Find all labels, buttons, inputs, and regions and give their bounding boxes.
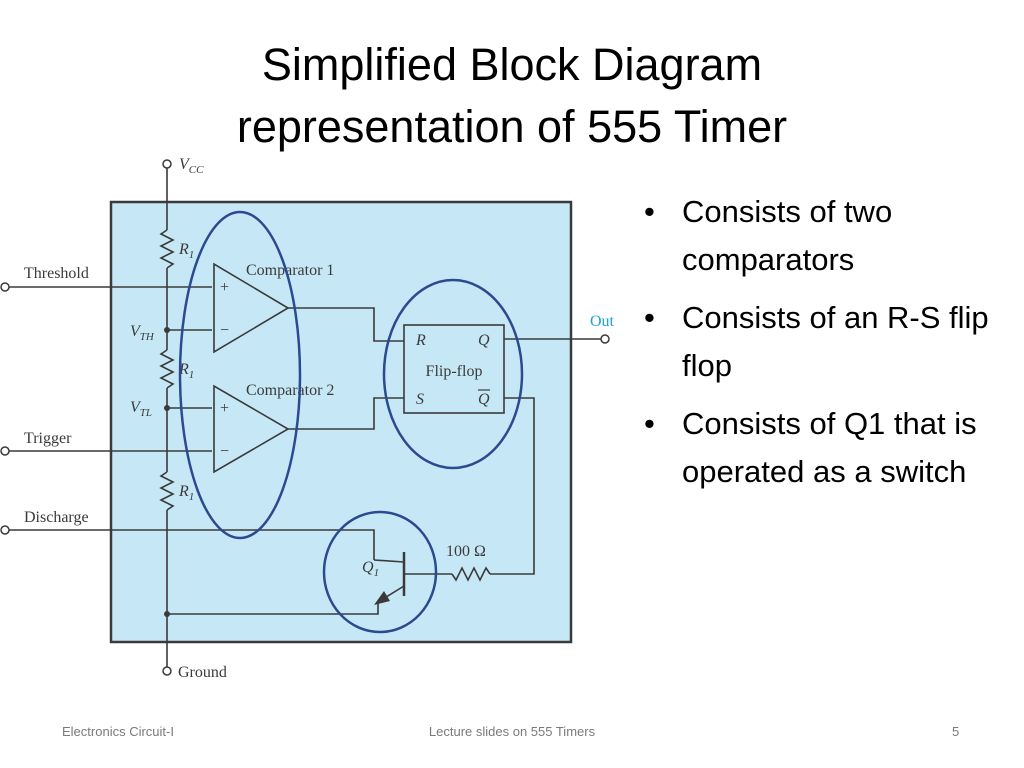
slide-number: 5 (952, 724, 960, 739)
title-line-2: representation of 555 Timer (236, 101, 788, 152)
comp1-plus: + (220, 279, 229, 296)
comparator-2-label: Comparator 2 (246, 382, 334, 399)
highlight-comparators (178, 210, 302, 540)
flip-flop-box (403, 324, 505, 414)
vth-label: VTH (130, 323, 155, 343)
resistor-r1-top (159, 229, 175, 269)
r1-label-bottom: R1 (178, 483, 194, 503)
threshold-terminal (0, 282, 10, 292)
transistor-emitter-arrow (374, 591, 390, 605)
comp1-minus: − (220, 322, 229, 339)
resistor-100-label: 100 Ω (446, 543, 486, 560)
ff-q-label: Q (478, 332, 490, 349)
q1-label: Q1 (362, 559, 379, 579)
discharge-wire (8, 529, 375, 560)
out-terminal (600, 334, 610, 344)
footer-center: Lecture slides on 555 Timers (428, 724, 596, 739)
discharge-label: Discharge (24, 509, 89, 526)
highlight-flip-flop (382, 278, 524, 470)
bullet-list: Consists of two comparators Consists of … (640, 188, 1000, 506)
discharge-terminal (0, 525, 10, 535)
slide-title: Simplified Block Diagram representation … (0, 34, 1024, 158)
comp2-minus: − (220, 443, 229, 460)
bullet-item: Consists of Q1 that is operated as a swi… (640, 400, 1000, 496)
ff-qbar-label: Q (478, 391, 490, 408)
r1-label-top: R1 (178, 241, 194, 261)
resistor-r1-middle (159, 349, 175, 389)
threshold-label: Threshold (24, 265, 89, 282)
resistor-100-ohm (451, 566, 491, 582)
footer-left: Electronics Circuit-I (62, 724, 174, 739)
flipflop-label: Flip-flop (426, 363, 483, 380)
ff-s-label: S (416, 391, 424, 408)
resistor-r1-bottom (159, 471, 175, 511)
highlight-transistor (322, 510, 438, 634)
bullet-item: Consists of an R-S flip flop (640, 294, 1000, 390)
comparator-1 (213, 262, 290, 354)
ground-terminal (162, 666, 172, 676)
comparator-2 (213, 384, 290, 474)
chip-body (109, 200, 573, 644)
trigger-label: Trigger (24, 430, 72, 447)
ff-r-label: R (415, 332, 426, 349)
bullet-item: Consists of two comparators (640, 188, 1000, 284)
block-diagram-555: VCC Threshold Trigger Discharge Ground O… (0, 156, 615, 681)
comparator-1-label: Comparator 1 (246, 262, 334, 279)
vcc-terminal (162, 159, 172, 169)
vcc-label: VCC (179, 156, 204, 176)
trigger-terminal (0, 446, 10, 456)
r1-label-middle: R1 (178, 361, 194, 381)
out-label: Out (590, 313, 615, 330)
comp2-plus: + (220, 400, 229, 417)
ground-label: Ground (178, 664, 227, 681)
title-line-1: Simplified Block Diagram (261, 39, 763, 90)
vtl-label: VTL (130, 399, 152, 419)
